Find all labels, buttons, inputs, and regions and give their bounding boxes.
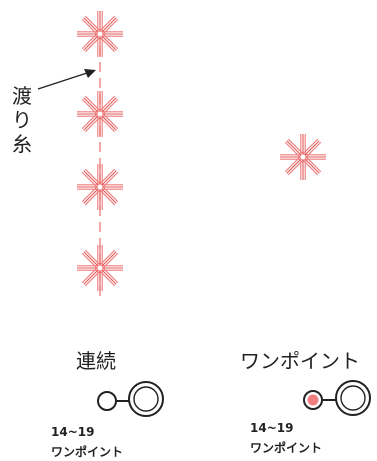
legend-onepoint-symbol <box>303 380 371 416</box>
legend-right-size: 14~19 <box>250 421 294 435</box>
one-point-caption: ワンポイント <box>240 349 360 373</box>
legend-left-kind: ワンポイント <box>51 445 124 459</box>
star-stitch-single <box>280 134 326 180</box>
star-stitch <box>77 164 123 210</box>
legend-right-kind: ワンポイント <box>250 441 323 455</box>
star-stitch <box>77 11 123 57</box>
crossing-thread-label: 渡り糸 <box>12 84 32 156</box>
continuous-caption: 連続 <box>76 349 116 373</box>
legend-continuous-symbol <box>97 381 164 417</box>
star-stitch <box>77 245 123 291</box>
leader-arrow <box>37 69 96 90</box>
star-stitch <box>77 91 123 137</box>
legend-left-size: 14~19 <box>51 425 95 439</box>
